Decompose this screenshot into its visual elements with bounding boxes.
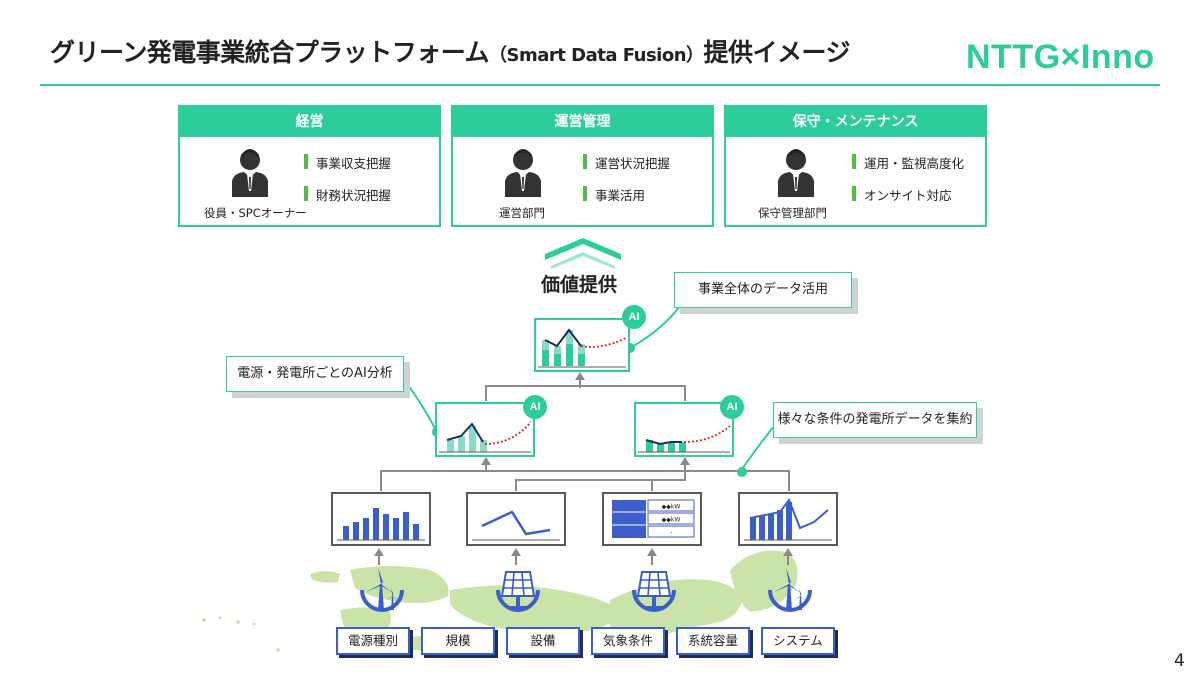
- card-header: 運営管理: [453, 107, 712, 137]
- card-header: 保守・メンテナンス: [726, 107, 985, 137]
- title-main: グリーン発電事業統合プラットフォーム: [50, 38, 490, 67]
- card-role: 保守管理部門: [758, 206, 827, 220]
- ai-badge: AI: [622, 305, 646, 329]
- card-item: 事業収支把握: [304, 153, 391, 172]
- businessperson-icon: [778, 149, 814, 197]
- combo-chart-graphic: [744, 497, 832, 541]
- category-system: システム: [761, 627, 835, 655]
- line-chart-graphic: [472, 510, 560, 541]
- ai-chart-panel-right: [634, 402, 734, 457]
- card-item: オンサイト対応: [852, 185, 952, 204]
- value-delivery-label: 価値提供: [541, 274, 618, 296]
- card-operations: 運営管理 運営部門 運営状況把握 事業活用: [451, 105, 714, 227]
- card-role: 役員・SPCオーナー: [204, 206, 307, 220]
- aggregate-chart-panel: [534, 318, 630, 372]
- trend-chart-graphic: [538, 328, 627, 368]
- card-maintenance: 保守・メンテナンス 保守管理部門 運用・監視高度化 オンサイト対応: [724, 105, 987, 227]
- chevron-up-icon: [545, 238, 621, 269]
- solar-panel-icon: [632, 571, 676, 612]
- category-scale: 規模: [421, 627, 495, 655]
- page-number: 4: [1174, 651, 1185, 671]
- category-weather-conditions: 気象条件: [591, 627, 665, 655]
- solar-panel-icon: [496, 571, 540, 612]
- card-item: 財務状況把握: [304, 185, 391, 204]
- ai-badge: AI: [523, 395, 547, 419]
- card-item: 運営状況把握: [583, 153, 670, 172]
- callout-enterprise-data: 事業全体のデータ活用: [674, 272, 852, 308]
- wind-turbine-icon: [768, 568, 812, 612]
- bar-chart-graphic: [337, 508, 425, 541]
- wind-turbine-icon: [360, 568, 404, 612]
- page-title: グリーン発電事業統合プラットフォーム（Smart Data Fusion）提供イ…: [50, 33, 851, 69]
- callout-data-aggregation: 様々な条件の発電所データを集約: [773, 402, 977, 438]
- card-item: 事業活用: [583, 185, 645, 204]
- card-management: 経営 役員・SPCオーナー 事業収支把握 財務状況把握: [178, 105, 441, 227]
- category-power-source-type: 電源種別: [336, 627, 410, 655]
- table-graphic: ◆◆kW ◆◆kW -: [612, 499, 695, 538]
- table-cell: -: [670, 530, 672, 537]
- title-divider: [40, 84, 1160, 86]
- businessperson-icon: [505, 149, 541, 197]
- source-panel-combo-chart: [738, 492, 838, 546]
- source-panel-bar-chart: [331, 492, 431, 546]
- title-sub: （Smart Data Fusion）: [489, 45, 704, 66]
- callout-ai-analysis: 電源・発電所ごとのAI分析: [226, 356, 404, 392]
- ai-chart-panel-left: [435, 402, 535, 457]
- trend-chart-graphic: [638, 425, 731, 453]
- trend-chart-graphic: [439, 421, 532, 453]
- table-cell: ◆◆kW: [662, 504, 681, 511]
- businessperson-icon: [232, 149, 268, 197]
- source-panel-table: ◆◆kW ◆◆kW -: [602, 492, 702, 546]
- company-logo: NTTG×Inno: [966, 38, 1155, 76]
- source-panel-line-chart: [466, 492, 566, 546]
- title-suffix: 提供イメージ: [703, 38, 851, 67]
- card-header: 経営: [180, 107, 439, 137]
- category-grid-capacity: 系統容量: [676, 627, 750, 655]
- card-role: 運営部門: [499, 206, 545, 220]
- card-item: 運用・監視高度化: [852, 153, 964, 172]
- category-equipment: 設備: [506, 627, 580, 655]
- ai-badge: AI: [720, 395, 744, 419]
- table-cell: ◆◆kW: [662, 517, 681, 524]
